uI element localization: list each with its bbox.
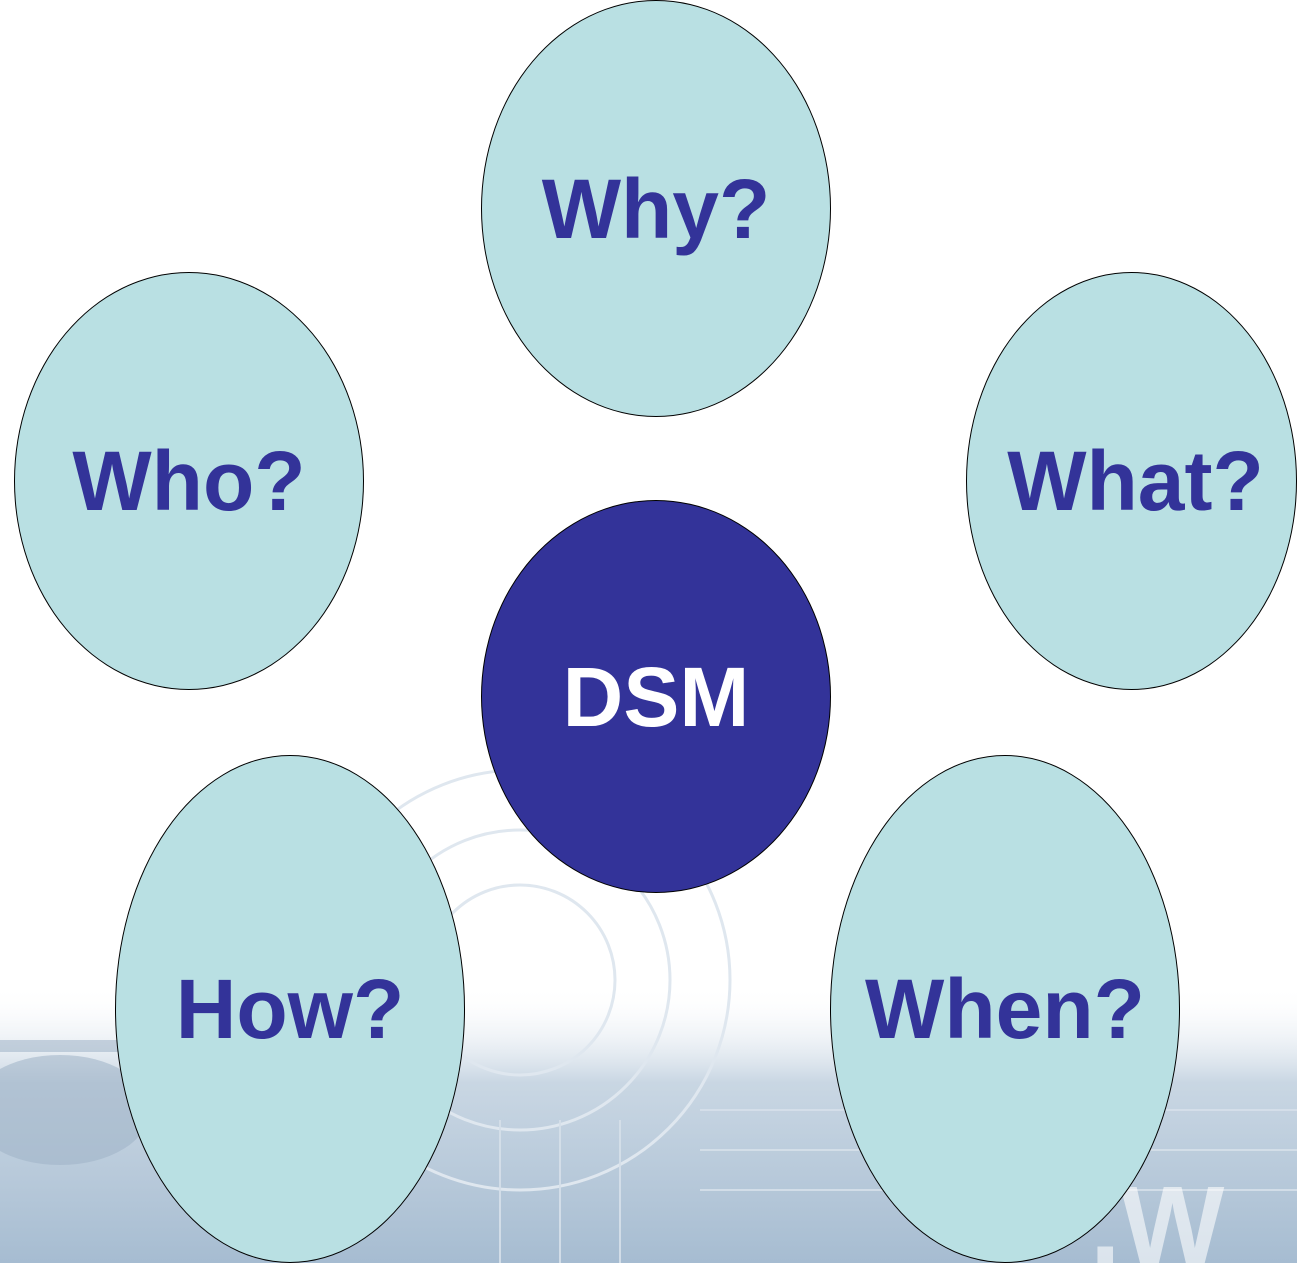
center-node-dsm: DSM [481,500,831,893]
center-node-label: DSM [562,649,750,744]
node-how-label: How? [175,962,405,1056]
node-when: When? [830,755,1180,1263]
node-what-label: What? [1007,434,1264,528]
node-when-label: When? [865,962,1145,1056]
node-who-label: Who? [72,434,306,528]
node-why: Why? [481,0,831,417]
node-what: What? [966,272,1297,690]
node-why-label: Why? [541,161,771,256]
node-who: Who? [14,272,364,690]
node-how: How? [115,755,465,1263]
